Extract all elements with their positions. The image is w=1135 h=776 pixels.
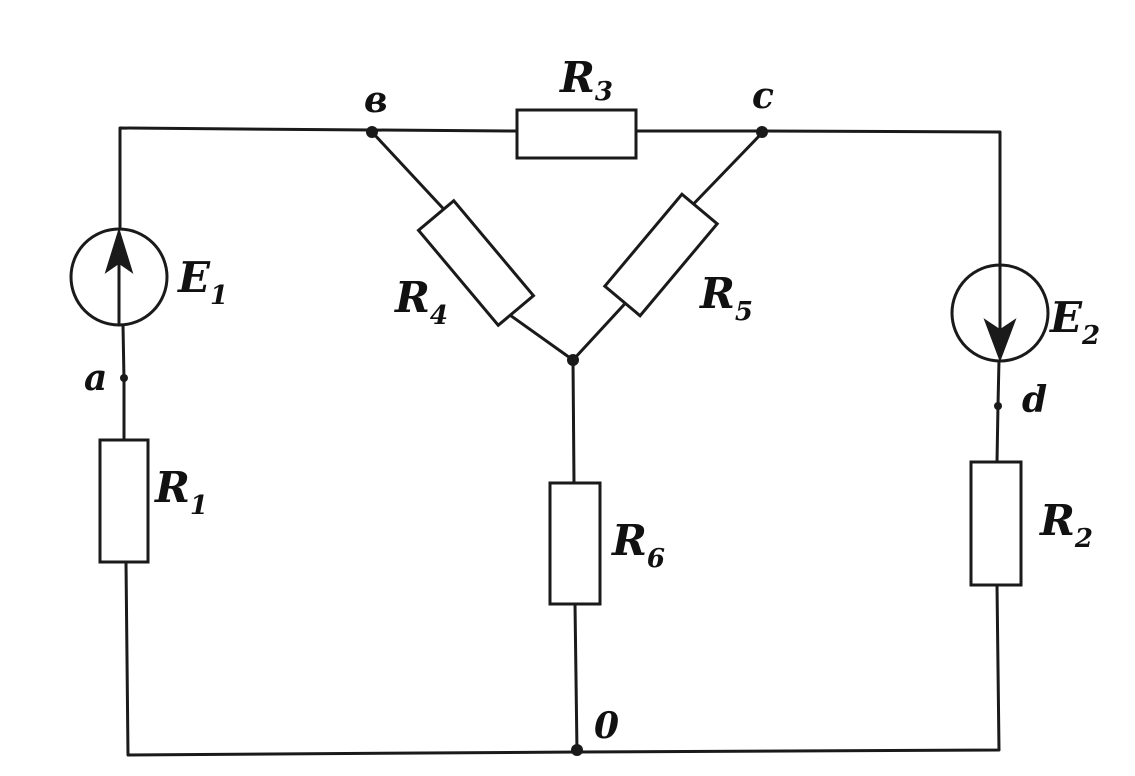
node-label-b: в [364, 79, 388, 121]
component-labels: R3 R4 R5 R1 R6 R2 E1 E2 [154, 53, 1100, 574]
arrow-up-icon [104, 227, 134, 274]
label-r2: R2 [1039, 496, 1093, 554]
label-r1: R1 [154, 463, 208, 521]
node-label-zero: 0 [594, 705, 619, 747]
node-dot-c [756, 126, 768, 138]
label-r4: R4 [394, 273, 448, 331]
node-label-d: d [1022, 379, 1047, 421]
resistor-r2 [969, 460, 1023, 587]
wire-r6-to-zero [573, 602, 579, 754]
wire-top-right [760, 129, 1002, 267]
source-e1 [69, 227, 169, 327]
label-r3: R3 [559, 53, 613, 107]
label-e2: E2 [1049, 293, 1100, 351]
label-e1: E1 [177, 253, 228, 311]
wire-bottom-right [575, 583, 1001, 754]
wire-e1-to-a [121, 323, 126, 382]
wire-center-to-r6 [571, 358, 576, 485]
arrow-down-icon [983, 318, 1017, 363]
wire-b-to-r3 [370, 128, 519, 133]
resistor-r5 [602, 192, 720, 318]
resistor-r4 [416, 198, 536, 328]
node-dot-d [994, 402, 1002, 410]
wire-d-to-r2 [995, 403, 1000, 464]
resistors [98, 108, 1023, 606]
source-e2 [950, 263, 1050, 363]
resistor-r3 [515, 108, 638, 160]
resistor-r6 [548, 481, 602, 606]
node-dot-center [567, 354, 579, 366]
wire-e2-to-d [996, 358, 1001, 407]
node-dot-zero [571, 744, 583, 756]
node-dot-a [120, 374, 128, 382]
resistor-r1 [98, 438, 150, 564]
label-r6: R6 [611, 516, 665, 574]
node-label-a: a [84, 357, 107, 399]
wire-r1-to-bottom [124, 560, 579, 757]
wires [118, 126, 1002, 757]
wire-r4-to-center [498, 306, 575, 362]
wire-b-to-r4 [370, 130, 454, 220]
label-r5: R5 [699, 269, 753, 327]
wire-top-left [118, 126, 374, 232]
node-labels: в c a d 0 [84, 75, 1047, 747]
node-label-c: c [752, 75, 774, 117]
wire-r5-to-center [571, 294, 634, 362]
node-dot-b [366, 126, 378, 138]
node-dots [120, 126, 1002, 756]
